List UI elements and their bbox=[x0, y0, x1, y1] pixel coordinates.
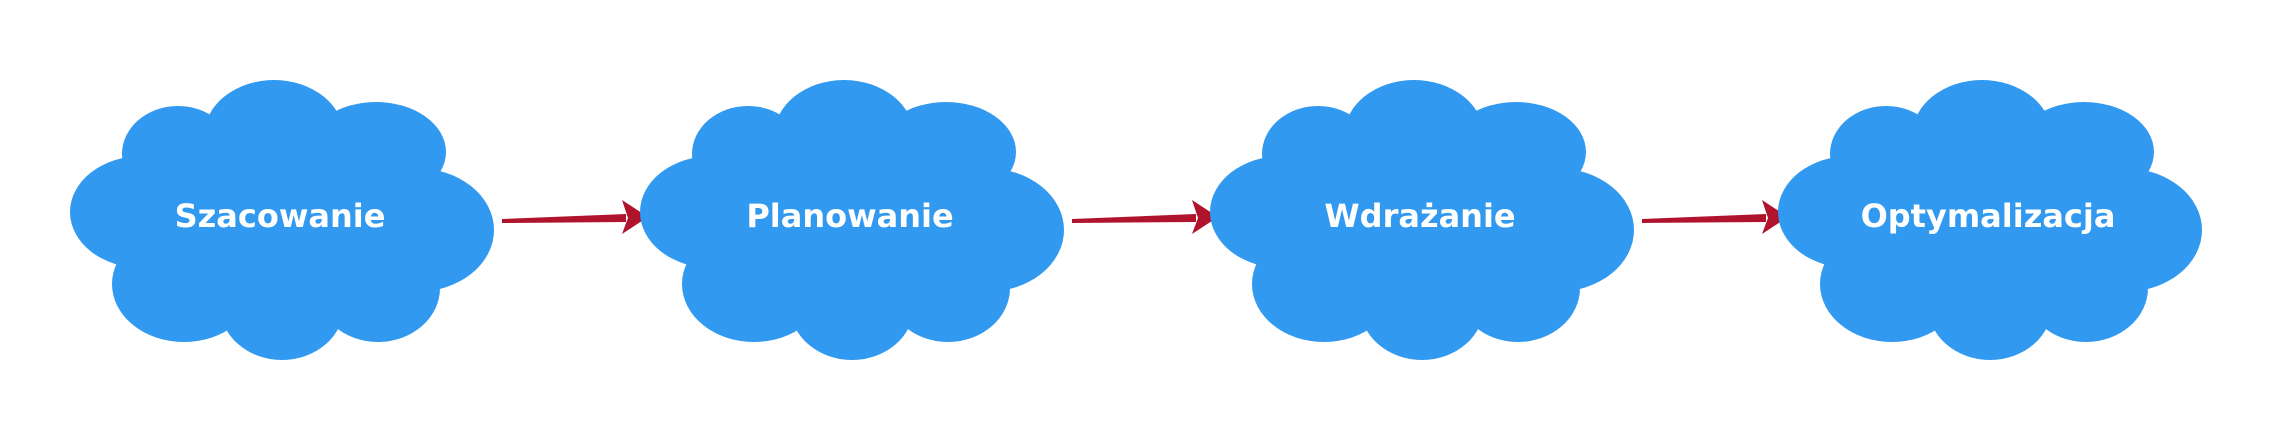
arrow-head bbox=[1762, 200, 1788, 234]
arrow-head bbox=[622, 200, 648, 234]
step-label-planowanie: Planowanie bbox=[746, 197, 953, 235]
arrow-shaft bbox=[1072, 214, 1196, 223]
step-label-optymalizacja: Optymalizacja bbox=[1861, 197, 2116, 235]
arrow-shaft bbox=[1642, 214, 1766, 223]
process-step: Szacowanie bbox=[70, 80, 494, 360]
process-step: Wdrażanie bbox=[1210, 80, 1634, 360]
step-label-wdrazanie: Wdrażanie bbox=[1324, 197, 1515, 235]
arrows-layer bbox=[502, 200, 1788, 234]
flow-arrow bbox=[1072, 200, 1218, 234]
flow-arrow bbox=[502, 200, 648, 234]
arrow-head bbox=[1192, 200, 1218, 234]
arrow-shaft bbox=[502, 214, 626, 223]
flow-arrow bbox=[1642, 200, 1788, 234]
process-step: Optymalizacja bbox=[1778, 80, 2202, 360]
process-step: Planowanie bbox=[640, 80, 1064, 360]
step-label-szacowanie: Szacowanie bbox=[175, 197, 386, 235]
